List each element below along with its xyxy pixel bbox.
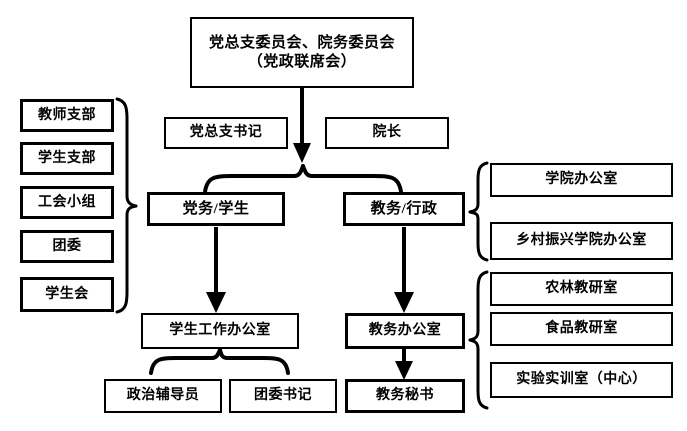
node-student-work-office: 学生工作办公室 [141,313,299,349]
node-top-committee-line2: （党政联席会） [247,53,357,70]
arrow-academic-to-academic-office [394,227,414,313]
node-food-teaching-room: 食品教研室 [490,312,673,346]
arrow-title-to-branches [293,88,311,163]
node-academic-affairs-office: 教务办公室 [345,313,465,349]
brace-right-upper-group [468,161,489,262]
node-agriculture-teaching-room: 农林教研室 [490,272,673,306]
node-teacher-branch: 教师支部 [20,99,114,132]
node-branch-party-student: 党务/学生 [147,192,285,226]
node-branch-academic-admin: 教务/行政 [343,192,465,226]
node-student-branch: 学生支部 [20,142,114,175]
node-academic-secretary: 教务秘书 [345,379,465,413]
node-lab-training-center: 实验实训室（中心） [490,362,673,398]
node-political-counselor: 政治辅导员 [104,379,222,413]
node-top-committee: 党总支委员会、院务委员会 （党政联席会） [190,17,414,88]
arrow-party-to-student-office [206,227,226,313]
node-dean: 院长 [325,117,449,149]
node-college-office: 学院办公室 [490,163,673,197]
node-rural-revitalization-office: 乡村振兴学院办公室 [490,222,673,260]
node-student-union: 学生会 [20,277,114,312]
arrow-academic-office-to-secretary [395,349,413,380]
node-party-secretary: 党总支书记 [164,117,288,149]
node-league-secretary: 团委书记 [229,379,337,413]
brace-student-office-split [149,348,290,375]
node-union-group: 工会小组 [20,186,114,219]
node-youth-league: 团委 [20,230,114,263]
brace-left-group [115,97,138,314]
brace-branch-split [203,164,403,194]
brace-right-lower-group [468,270,489,410]
node-top-committee-line1: 党总支委员会、院务委员会 [208,34,395,51]
